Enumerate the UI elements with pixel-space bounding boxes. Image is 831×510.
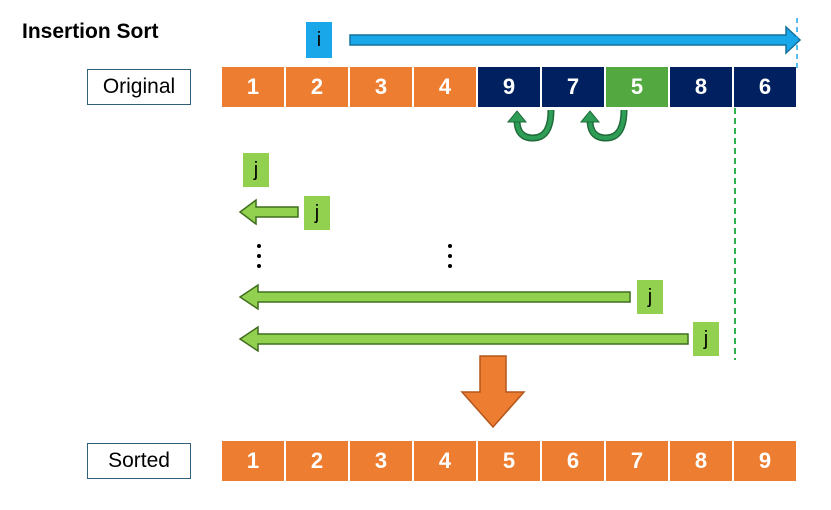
sorted-cell: 7: [606, 441, 668, 481]
original-cell: 3: [350, 67, 412, 107]
sorted-label: Sorted: [87, 443, 191, 479]
original-cell: 9: [478, 67, 540, 107]
ellipsis-dot: [257, 244, 261, 248]
i-direction-arrow: [349, 25, 802, 55]
swap-arrow-icon: [579, 109, 628, 142]
i-pointer-label: i: [306, 22, 332, 58]
original-cell: 6: [734, 67, 796, 107]
sorted-cell: 1: [222, 441, 284, 481]
sorted-boundary-marker: [734, 108, 736, 360]
original-cell: 1: [222, 67, 284, 107]
ellipsis-dot: [448, 264, 452, 268]
sorted-cell: 3: [350, 441, 412, 481]
sorted-cell: 9: [734, 441, 796, 481]
original-label: Original: [87, 69, 191, 105]
diagram-title: Insertion Sort: [22, 20, 159, 43]
original-cell: 5: [606, 67, 668, 107]
j-direction-arrow: [238, 283, 631, 311]
sorted-array: 1 2 3 4 5 6 7 8 9: [222, 441, 796, 481]
ellipsis-dot: [257, 264, 261, 268]
original-cell: 2: [286, 67, 348, 107]
sorted-cell: 2: [286, 441, 348, 481]
j-direction-arrow: [238, 325, 689, 353]
j-pointer-label: j: [304, 196, 330, 230]
sorted-cell: 5: [478, 441, 540, 481]
j-pointer-label: j: [243, 153, 269, 187]
j-direction-arrow: [238, 198, 299, 226]
original-array: 1 2 3 4 9 7 5 8 6: [222, 67, 796, 107]
down-arrow-icon: [460, 355, 526, 429]
i-end-marker: [796, 18, 798, 68]
ellipsis-dot: [448, 254, 452, 258]
swap-arrow-icon: [506, 109, 555, 142]
original-cell: 7: [542, 67, 604, 107]
sorted-cell: 6: [542, 441, 604, 481]
j-pointer-label: j: [637, 280, 663, 314]
original-cell: 8: [670, 67, 732, 107]
ellipsis-dot: [257, 254, 261, 258]
ellipsis-dot: [448, 244, 452, 248]
sorted-cell: 8: [670, 441, 732, 481]
sorted-cell: 4: [414, 441, 476, 481]
original-cell: 4: [414, 67, 476, 107]
j-pointer-label: j: [693, 322, 719, 356]
